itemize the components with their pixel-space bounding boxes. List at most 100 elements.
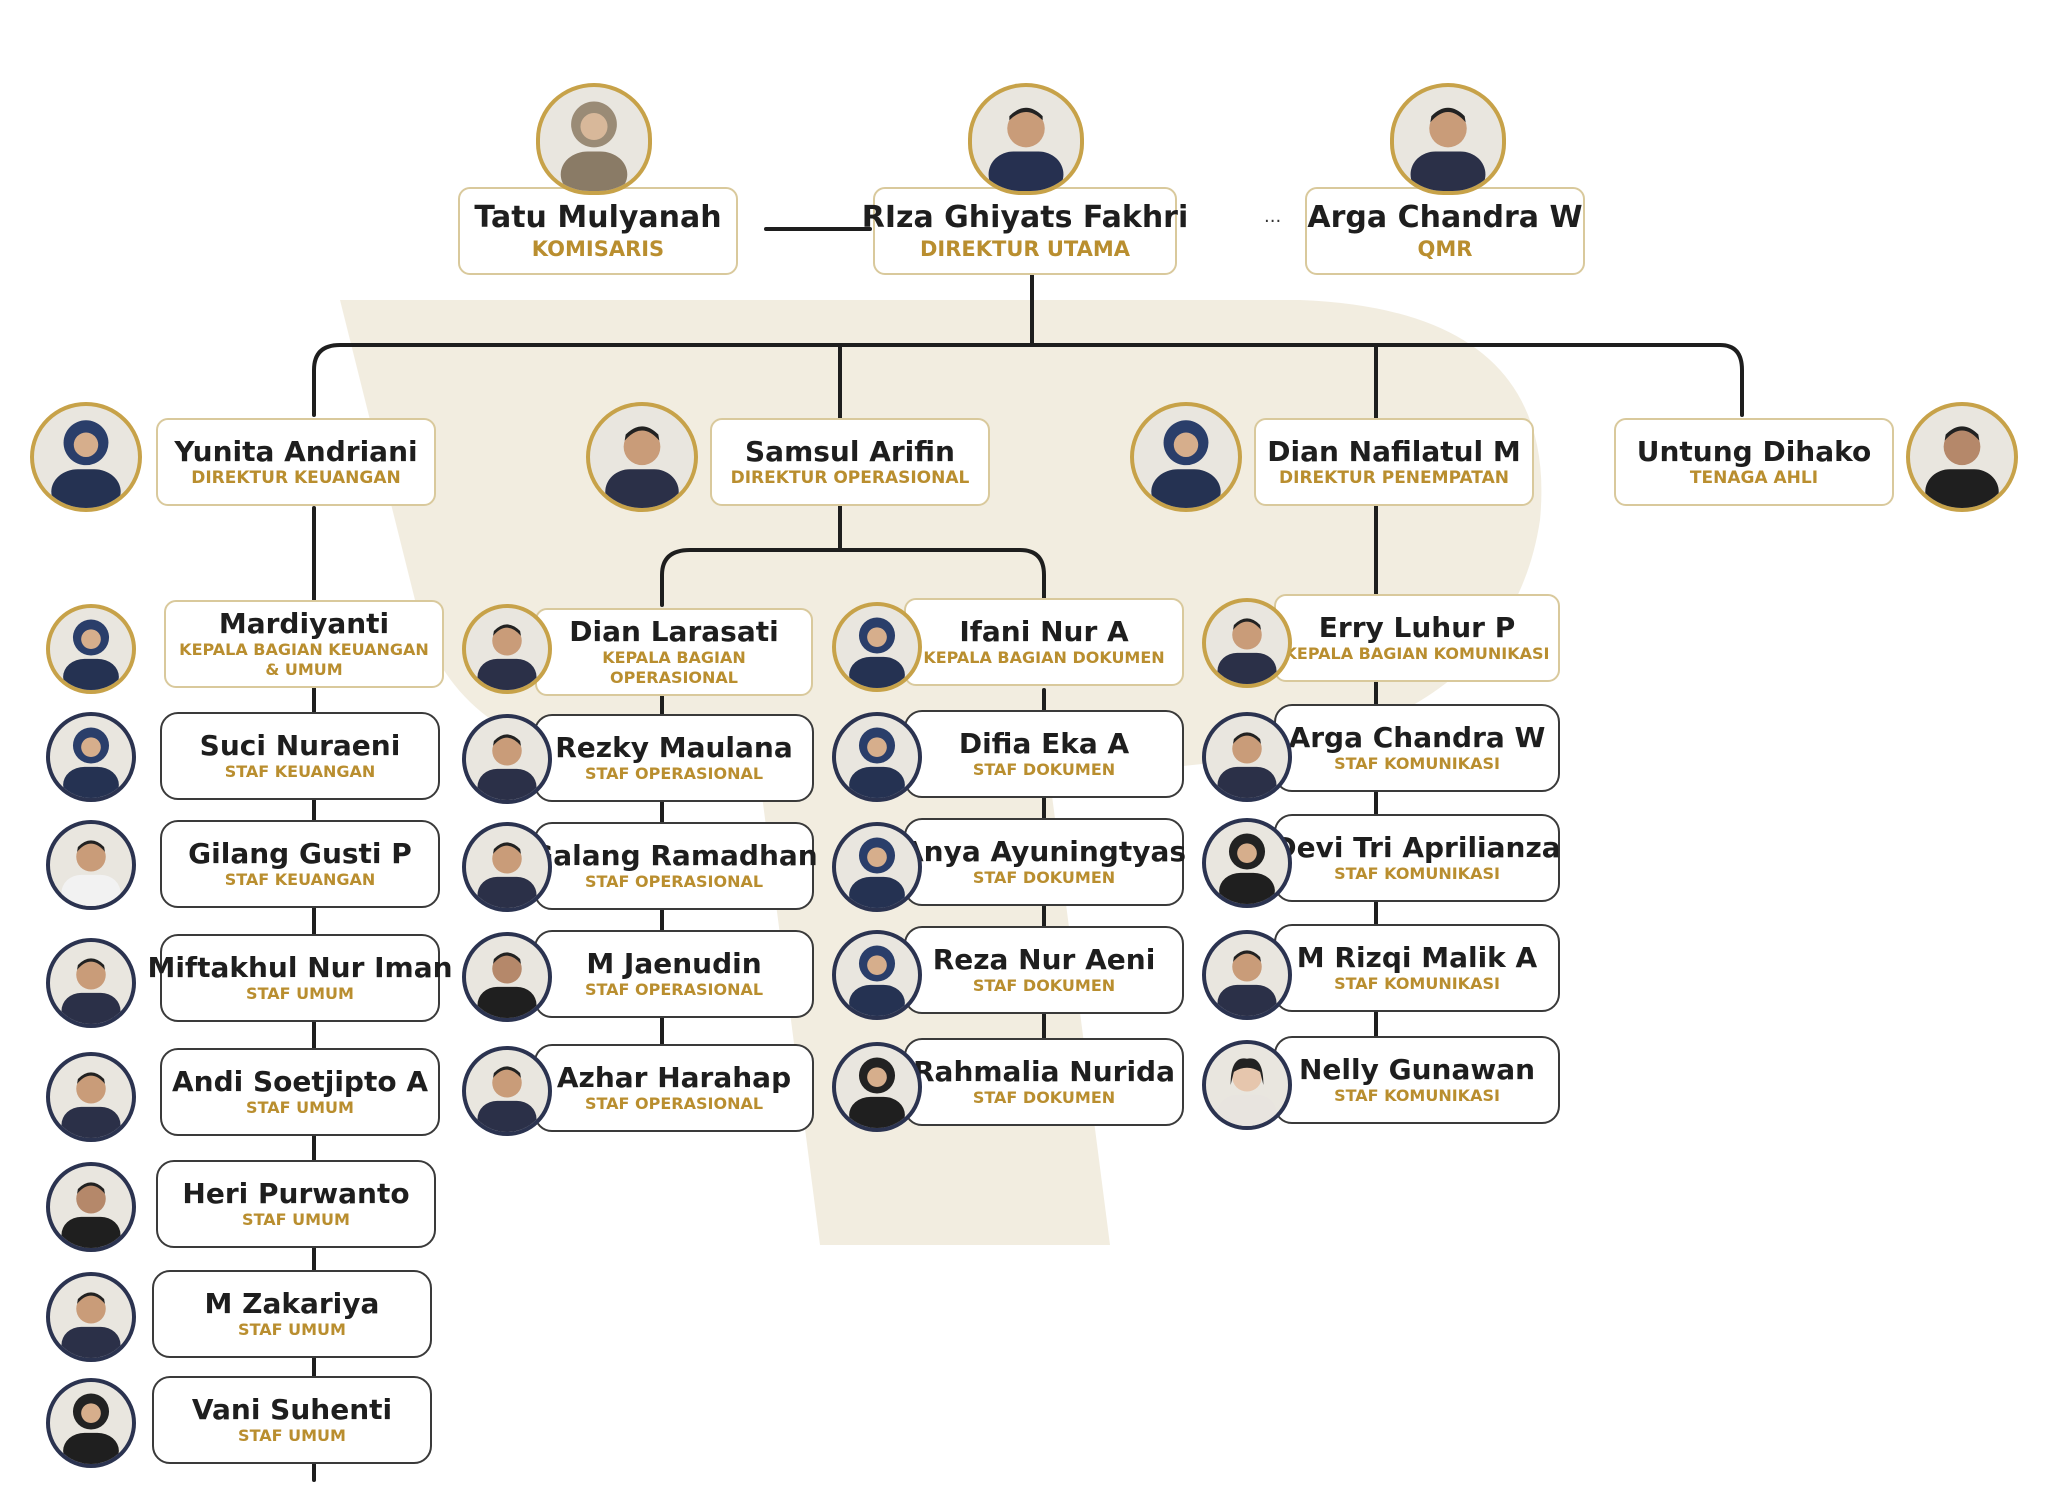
person-hijab-icon	[30, 402, 142, 512]
person-hijab-icon	[832, 1042, 922, 1132]
member-name: Rezky Maulana	[555, 731, 793, 764]
member-role: STAF DOKUMEN	[972, 868, 1116, 887]
member-role: STAF OPERASIONAL	[584, 764, 764, 783]
member-role: STAF UMUM	[246, 984, 354, 1003]
member-card-komisaris: Tatu Mulyanah KOMISARIS	[458, 187, 738, 275]
staff-card: Vani Suhenti STAF UMUM	[152, 1376, 432, 1464]
member-name: Gilang Gusti P	[188, 837, 412, 870]
member-name: Tatu Mulyanah	[474, 200, 722, 235]
member-role: STAF OPERASIONAL	[584, 1094, 764, 1113]
person-hijab-icon	[46, 604, 136, 694]
head-card-dokumen: Ifani Nur A KEPALA BAGIAN DOKUMEN	[904, 598, 1184, 686]
person-hijab-icon	[46, 1378, 136, 1468]
member-name: Rahmalia Nurida	[912, 1055, 1175, 1088]
person-icon	[46, 938, 136, 1028]
member-card-direktur-utama: RIza Ghiyats Fakhri DIREKTUR UTAMA	[862, 187, 1188, 275]
member-role: STAF DOKUMEN	[972, 1088, 1116, 1107]
member-role: STAF KOMUNIKASI	[1334, 1086, 1500, 1105]
member-name: Arga Chandra W	[1307, 200, 1583, 235]
member-name: Andi Soetjipto A	[171, 1065, 429, 1098]
person-icon	[1202, 930, 1292, 1020]
staff-card: Azhar Harahap STAF OPERASIONAL	[534, 1044, 814, 1132]
staff-card: M Rizqi Malik A STAF KOMUNIKASI	[1274, 924, 1560, 1012]
person-hijab-icon	[832, 602, 922, 692]
staff-card: Difia Eka A STAF DOKUMEN	[904, 710, 1184, 798]
member-name: Dian Larasati	[569, 615, 779, 648]
member-name: RIza Ghiyats Fakhri	[861, 200, 1189, 235]
director-card-keuangan: Yunita Andriani DIREKTUR KEUANGAN	[156, 418, 436, 506]
member-name: M Jaenudin	[586, 947, 762, 980]
member-role: KOMISARIS	[531, 237, 665, 261]
person-hijab-icon	[832, 822, 922, 912]
member-role: STAF KOMUNIKASI	[1334, 974, 1500, 993]
person-hijab-icon	[832, 930, 922, 1020]
person-hijab-icon	[1202, 818, 1292, 908]
member-name: Vani Suhenti	[191, 1393, 393, 1426]
person-icon	[462, 714, 552, 804]
member-role: STAF KOMUNIKASI	[1334, 754, 1500, 773]
member-name: Ifani Nur A	[959, 615, 1129, 648]
member-card-qmr: Arga Chandra W QMR	[1305, 187, 1585, 275]
member-name: Mardiyanti	[218, 607, 390, 640]
member-role: DIREKTUR PENEMPATAN	[1279, 468, 1509, 488]
member-role: STAF DOKUMEN	[972, 976, 1116, 995]
member-role: STAF KEUANGAN	[224, 870, 376, 889]
person-icon	[462, 604, 552, 694]
person-icon	[462, 822, 552, 912]
member-role: STAF UMUM	[246, 1098, 354, 1117]
member-role: STAF OPERASIONAL	[584, 980, 764, 999]
member-role: DIREKTUR KEUANGAN	[191, 468, 401, 488]
member-name: Arga Chandra W	[1288, 721, 1546, 754]
staff-card: Reza Nur Aeni STAF DOKUMEN	[904, 926, 1184, 1014]
person-hijab-icon	[46, 712, 136, 802]
staff-card: Nelly Gunawan STAF KOMUNIKASI	[1274, 1036, 1560, 1124]
staff-card: Miftakhul Nur Iman STAF UMUM	[147, 934, 453, 1022]
member-name: M Zakariya	[204, 1287, 380, 1320]
staff-card: Suci Nuraeni STAF KEUANGAN	[160, 712, 440, 800]
person-icon	[1202, 712, 1292, 802]
member-role: KEPALA BAGIAN KEUANGAN & UMUM	[179, 640, 429, 679]
director-card-penempatan: Dian Nafilatul M DIREKTUR PENEMPATAN	[1254, 418, 1534, 506]
director-card-tenaga-ahli: Untung Dihako TENAGA AHLI	[1614, 418, 1894, 506]
member-role: STAF OPERASIONAL	[584, 872, 764, 891]
member-name: Galang Ramadhan	[530, 839, 818, 872]
member-role: KEPALA BAGIAN OPERASIONAL	[602, 648, 746, 687]
person-icon	[46, 1272, 136, 1362]
member-role: QMR	[1417, 237, 1473, 261]
member-role: KEPALA BAGIAN KOMUNIKASI	[1284, 644, 1550, 663]
member-name: Nelly Gunawan	[1298, 1053, 1536, 1086]
member-name: Anya Ayuningtyas	[901, 835, 1187, 868]
person-icon	[46, 820, 136, 910]
person-hijab-icon	[832, 712, 922, 802]
member-role: STAF DOKUMEN	[972, 760, 1116, 779]
staff-card: Anya Ayuningtyas STAF DOKUMEN	[901, 818, 1187, 906]
member-role: DIREKTUR OPERASIONAL	[730, 468, 970, 488]
head-card-operasional: Dian Larasati KEPALA BAGIAN OPERASIONAL	[535, 608, 813, 696]
person-hijab-icon	[536, 83, 652, 195]
member-role: DIREKTUR UTAMA	[919, 237, 1131, 261]
staff-card: Heri Purwanto STAF UMUM	[156, 1160, 436, 1248]
head-card-keuangan-umum: Mardiyanti KEPALA BAGIAN KEUANGAN & UMUM	[164, 600, 444, 688]
member-name: Difia Eka A	[958, 727, 1130, 760]
person-suit-icon	[968, 83, 1084, 195]
connector-dots: ...	[1264, 206, 1282, 227]
staff-card: Andi Soetjipto A STAF UMUM	[160, 1048, 440, 1136]
head-card-komunikasi: Erry Luhur P KEPALA BAGIAN KOMUNIKASI	[1274, 594, 1560, 682]
person-icon	[1202, 598, 1292, 688]
member-role: TENAGA AHLI	[1689, 468, 1819, 488]
staff-card: M Jaenudin STAF OPERASIONAL	[534, 930, 814, 1018]
staff-card: M Zakariya STAF UMUM	[152, 1270, 432, 1358]
person-icon	[1390, 83, 1506, 195]
member-name: Samsul Arifin	[745, 435, 955, 468]
staff-card: Galang Ramadhan STAF OPERASIONAL	[530, 822, 818, 910]
member-name: Yunita Andriani	[174, 435, 418, 468]
member-name: Azhar Harahap	[556, 1061, 792, 1094]
member-name: Untung Dihako	[1636, 435, 1872, 468]
person-icon	[462, 932, 552, 1022]
staff-card: Devi Tri Aprilianza STAF KOMUNIKASI	[1273, 814, 1561, 902]
member-name: Devi Tri Aprilianza	[1273, 831, 1561, 864]
member-name: M Rizqi Malik A	[1296, 941, 1538, 974]
member-name: Miftakhul Nur Iman	[147, 951, 453, 984]
person-icon	[46, 1162, 136, 1252]
staff-card: Arga Chandra W STAF KOMUNIKASI	[1274, 704, 1560, 792]
